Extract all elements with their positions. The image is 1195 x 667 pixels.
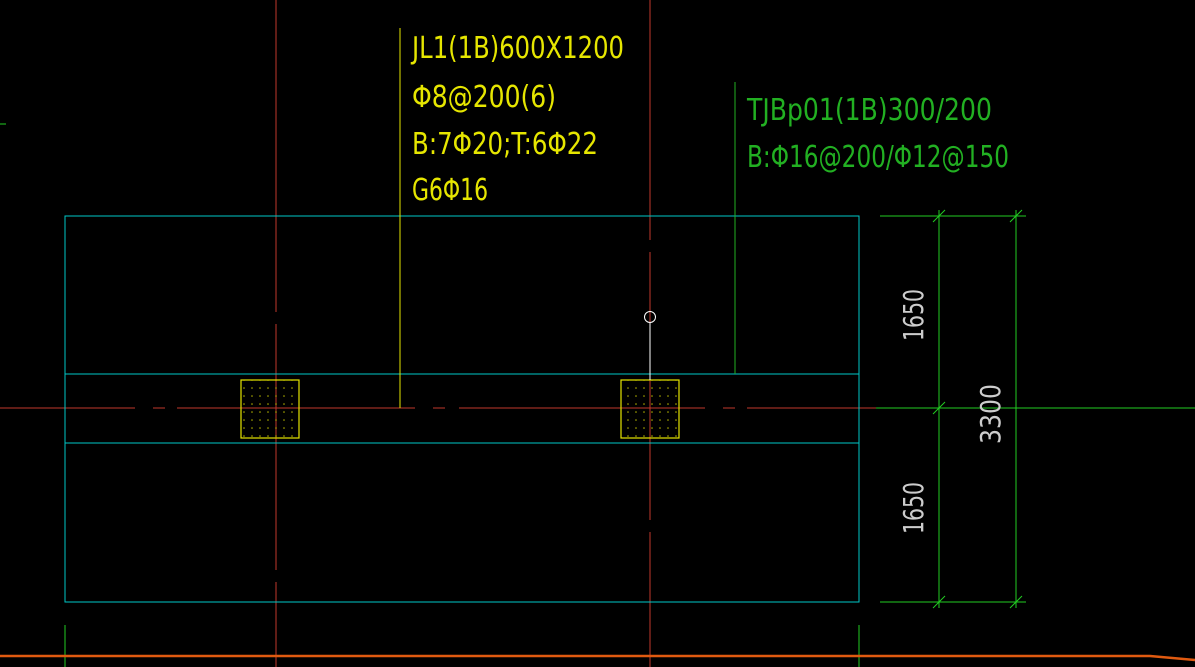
axis-break bbox=[135, 404, 153, 412]
dim-tick bbox=[932, 401, 946, 415]
axis-break bbox=[165, 404, 177, 412]
axis-breaks bbox=[135, 240, 747, 582]
dim-text-lower[interactable]: 1650 bbox=[897, 482, 930, 534]
axis-break bbox=[705, 404, 723, 412]
beam-label-line-4[interactable]: G6Φ16 bbox=[412, 173, 488, 208]
foundation-outline bbox=[64, 215, 860, 603]
dim-tick bbox=[932, 595, 946, 609]
columns bbox=[240, 379, 680, 439]
ground-line bbox=[0, 654, 1195, 662]
beam-annotation: JL1(1B)600X1200 Φ8@200(6) B:7Φ20;T:6Φ22 … bbox=[410, 31, 624, 208]
marker-circle bbox=[644, 311, 656, 323]
axis-break bbox=[735, 404, 747, 412]
slab-label-line-1[interactable]: TJBp01(1B)300/200 bbox=[746, 93, 992, 128]
dim-text-total[interactable]: 3300 bbox=[974, 384, 1007, 444]
dim-text-upper[interactable]: 1650 bbox=[897, 289, 930, 341]
axis-break bbox=[645, 520, 655, 532]
column-left[interactable] bbox=[240, 379, 300, 439]
dim-tick bbox=[1009, 595, 1023, 609]
axis-break bbox=[645, 240, 655, 252]
dimension-lines bbox=[0, 123, 1195, 667]
beam-label-line-2[interactable]: Φ8@200(6) bbox=[412, 80, 556, 115]
axis-break bbox=[445, 404, 459, 412]
foundation-slab bbox=[64, 215, 860, 603]
beam-label-line-3[interactable]: B:7Φ20;T:6Φ22 bbox=[412, 127, 598, 162]
dim-tick bbox=[932, 209, 946, 223]
dimension-texts: 1650 1650 3300 bbox=[897, 289, 1007, 534]
section-marker[interactable] bbox=[644, 311, 656, 381]
slab-label-line-2[interactable]: B:Φ16@200/Φ12@150 bbox=[747, 140, 1009, 175]
axis-break bbox=[271, 570, 281, 582]
axis-break bbox=[415, 404, 433, 412]
slab-annotation: TJBp01(1B)300/200 B:Φ16@200/Φ12@150 bbox=[746, 93, 1009, 175]
dim-tick bbox=[1009, 209, 1023, 223]
column-right[interactable] bbox=[620, 379, 680, 439]
axis-break bbox=[271, 312, 281, 324]
beam-label-line-1[interactable]: JL1(1B)600X1200 bbox=[410, 31, 624, 66]
